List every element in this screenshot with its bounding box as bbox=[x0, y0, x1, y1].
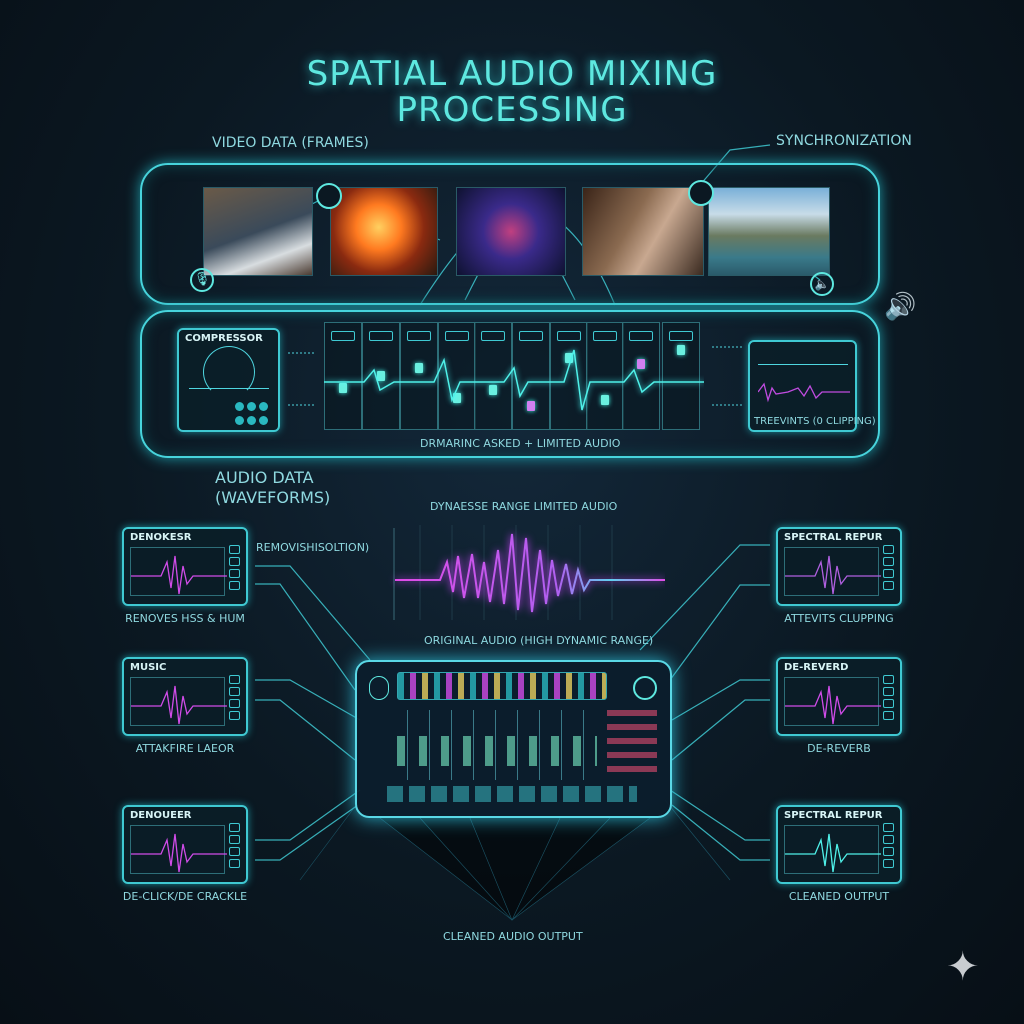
channel-fader[interactable] bbox=[601, 395, 609, 405]
sync-node-icon bbox=[688, 180, 714, 206]
console-button-row[interactable] bbox=[397, 672, 607, 700]
mixing-console[interactable] bbox=[355, 660, 672, 818]
channel-fader[interactable] bbox=[339, 383, 347, 393]
module-caption: ATTAKFIRE LAEOR bbox=[135, 742, 235, 755]
video-frame-explosion[interactable] bbox=[330, 187, 438, 276]
console-meter bbox=[607, 710, 657, 780]
module-modules_right-2[interactable]: SPECTRAL REPUR bbox=[776, 805, 902, 884]
module-modules_left-0[interactable]: DENOKESR bbox=[122, 527, 248, 606]
center-side-text: REMOVISHISOLTION) bbox=[256, 541, 370, 554]
output-label: CLEANED AUDIO OUTPUT bbox=[443, 930, 583, 943]
module-buttons[interactable] bbox=[229, 675, 240, 723]
audio-data-label-2: (WAVEFORMS) bbox=[215, 488, 331, 507]
center-chart-caption: ORIGINAL AUDIO (HIGH DYNAMIC RANGE) bbox=[424, 634, 654, 647]
mixer-channel-strip[interactable] bbox=[400, 322, 438, 430]
volume-icon: 🔊 bbox=[884, 292, 917, 322]
console-mic-icon bbox=[369, 676, 389, 700]
center-waveform-chart bbox=[393, 525, 665, 620]
module-buttons[interactable] bbox=[229, 545, 240, 593]
mixer-channel-strip[interactable] bbox=[438, 322, 476, 430]
center-chart-title: DYNAESSE RANGE LIMITED AUDIO bbox=[430, 500, 618, 513]
processing-waveform bbox=[324, 349, 704, 411]
video-frame-person[interactable] bbox=[203, 187, 313, 276]
compressor-module[interactable]: COMPRESSOR bbox=[177, 328, 280, 432]
console-bottom-buttons[interactable] bbox=[387, 786, 637, 802]
module-caption: DE-CLICK/DE CRACKLE bbox=[122, 890, 248, 903]
compressor-dial[interactable] bbox=[203, 346, 255, 398]
module-caption: RENOVES HSS & HUM bbox=[125, 612, 245, 625]
video-frame-nature[interactable] bbox=[708, 187, 830, 276]
audio-processing-panel bbox=[140, 310, 880, 458]
sync-node-icon bbox=[316, 183, 342, 209]
module-buttons[interactable] bbox=[229, 823, 240, 871]
module-buttons[interactable] bbox=[883, 823, 894, 871]
channel-fader[interactable] bbox=[677, 345, 685, 355]
title-line1: SPATIAL AUDIO MIXING bbox=[306, 54, 718, 94]
channel-fader[interactable] bbox=[489, 385, 497, 395]
module-caption: CLEANED OUTPUT bbox=[788, 890, 890, 903]
audio-data-label-1: AUDIO DATA bbox=[215, 468, 314, 487]
module-display bbox=[130, 677, 227, 726]
speaker-icon: 🔈 bbox=[810, 272, 834, 296]
sparkle-icon: ✦ bbox=[946, 944, 980, 990]
processing-footer: DRMARINC ASKED + LIMITED AUDIO bbox=[420, 437, 621, 450]
synchronization-label: SYNCHRONIZATION bbox=[776, 133, 912, 149]
video-frame-people[interactable] bbox=[582, 187, 704, 276]
title-line2: PROCESSING bbox=[396, 90, 628, 130]
video-frames-panel bbox=[140, 163, 880, 305]
mixer-channel-strip[interactable] bbox=[512, 322, 550, 430]
module-buttons[interactable] bbox=[883, 545, 894, 593]
module-display bbox=[130, 547, 227, 596]
module-display bbox=[784, 825, 881, 874]
module-display bbox=[130, 825, 227, 874]
mixer-channel-strip[interactable] bbox=[550, 322, 588, 430]
compressor-buttons[interactable] bbox=[235, 402, 273, 426]
module-display bbox=[784, 677, 881, 726]
clipping-module[interactable]: TREEVINTS (0 CLIPPING) bbox=[748, 340, 876, 432]
module-caption: DE-REVERB bbox=[807, 742, 871, 755]
video-data-label: VIDEO DATA (FRAMES) bbox=[212, 135, 369, 151]
channel-fader[interactable] bbox=[527, 401, 535, 411]
mixer-channel-strip[interactable] bbox=[324, 322, 362, 430]
console-master-knob[interactable] bbox=[633, 676, 657, 700]
module-modules_right-0[interactable]: SPECTRAL REPUR bbox=[776, 527, 902, 606]
compressor-title: COMPRESSOR bbox=[185, 333, 263, 344]
clipping-box-label: TREEVINTS (0 CLIPPING) bbox=[754, 416, 876, 427]
module-modules_right-1[interactable]: DE-REVERD bbox=[776, 657, 902, 736]
channel-fader[interactable] bbox=[637, 359, 645, 369]
channel-fader[interactable] bbox=[415, 363, 423, 373]
module-modules_left-1[interactable]: MUSIC bbox=[122, 657, 248, 736]
mixer-channel-strip[interactable] bbox=[474, 322, 512, 430]
module-display bbox=[784, 547, 881, 596]
module-caption: ATTEVITS CLUPPING bbox=[784, 612, 894, 625]
module-modules_left-2[interactable]: DENOUEER bbox=[122, 805, 248, 884]
video-frame-concert[interactable] bbox=[456, 187, 566, 276]
mixer-channel-strip[interactable] bbox=[586, 322, 624, 430]
mixer-channel-strip[interactable] bbox=[662, 322, 700, 430]
channel-fader[interactable] bbox=[565, 353, 573, 363]
module-buttons[interactable] bbox=[883, 675, 894, 723]
microphone-icon: 🎙 bbox=[190, 268, 214, 292]
channel-fader[interactable] bbox=[377, 371, 385, 381]
channel-fader[interactable] bbox=[453, 393, 461, 403]
